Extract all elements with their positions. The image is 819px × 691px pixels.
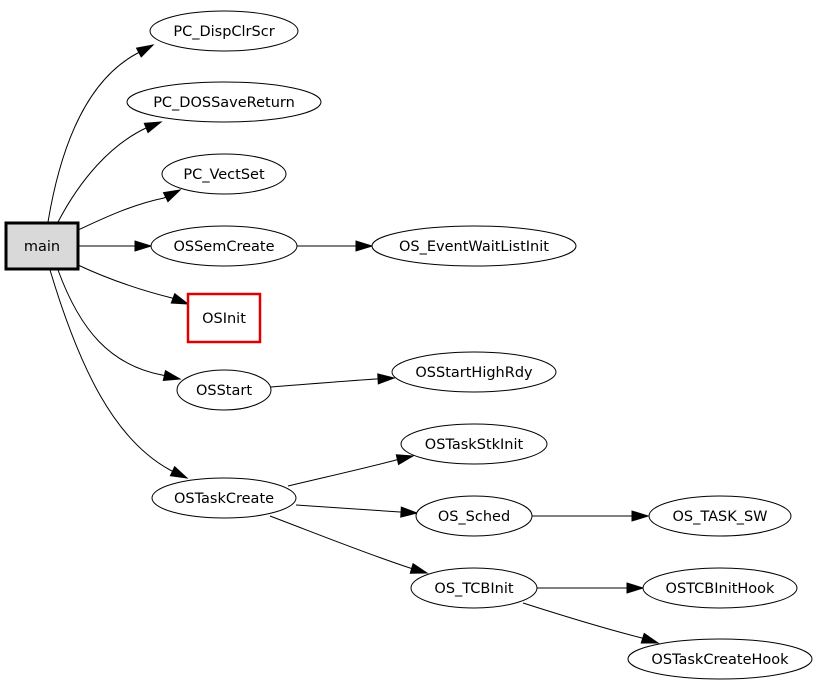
edge-line <box>57 269 181 380</box>
arrowhead <box>169 465 189 479</box>
edge-main-to-pc_dispclrscr <box>47 44 155 223</box>
edge-line <box>269 515 428 574</box>
edge-main-to-osstart <box>57 269 182 381</box>
arrowhead <box>631 510 650 522</box>
arrowhead <box>626 582 645 594</box>
root-node-box <box>4 221 80 271</box>
node-pc_vectset[interactable]: PC_VectSet <box>161 153 287 195</box>
edge-os_tcbinit-to-ostcbinithook <box>537 582 645 594</box>
node-ellipse <box>627 638 813 680</box>
edge-ostaskcreate-to-os_sched <box>295 504 419 518</box>
edge-line <box>270 377 395 388</box>
edge-main-to-pc_dossavereturn <box>57 121 163 223</box>
node-ellipse <box>410 567 538 609</box>
edge-line <box>57 121 162 223</box>
edge-main-to-ostaskcreate <box>49 269 189 479</box>
nodes-layer: main PC_DispClrScrPC_DOSSaveReturnPC_Vect… <box>4 10 813 680</box>
node-label: OSStartHighRdy <box>415 365 533 381</box>
node-ellipse <box>151 477 297 519</box>
node-ellipse <box>400 423 548 465</box>
edge-ossemcreate-to-os_eventwaitlistinit <box>297 240 374 252</box>
arrowhead <box>395 454 415 466</box>
node-ellipse <box>149 10 299 52</box>
node-osstart[interactable]: OSStart <box>176 369 272 411</box>
node-pc_dispclrscr[interactable]: PC_DispClrScr <box>149 10 299 52</box>
edge-line <box>522 602 659 644</box>
node-ostaskcreatehook[interactable]: OSTaskCreateHook <box>627 638 813 680</box>
edge-line <box>287 455 414 487</box>
edge-ostaskcreate-to-os_tcbinit <box>269 515 429 574</box>
edges-layer <box>47 44 660 644</box>
edge-osstart-to-osstarthighrdy <box>270 373 396 388</box>
node-label: OSSemCreate <box>173 239 274 255</box>
node-label: OS_TCBInit <box>434 581 513 597</box>
arrowhead <box>143 121 163 134</box>
arrowhead <box>409 562 429 574</box>
arrowhead <box>162 189 182 203</box>
edge-line <box>47 44 154 223</box>
node-ellipse <box>391 351 557 393</box>
arrowhead <box>400 506 419 518</box>
edge-line <box>77 189 181 231</box>
edge-main-to-pc_vectset <box>77 189 182 231</box>
arrowhead <box>640 632 660 644</box>
arrowhead <box>355 240 374 252</box>
node-os_eventwaitlistinit[interactable]: OS_EventWaitListInit <box>371 225 577 267</box>
node-osstarthighrdy[interactable]: OSStartHighRdy <box>391 351 557 393</box>
node-os_tcbinit[interactable]: OS_TCBInit <box>410 567 538 609</box>
node-main[interactable]: main <box>4 221 80 271</box>
edge-line <box>295 504 418 514</box>
node-ellipse <box>150 225 298 267</box>
node-label: PC_DOSSaveReturn <box>153 95 295 111</box>
node-ellipse <box>642 567 798 609</box>
edge-line <box>77 264 189 305</box>
node-label: PC_DispClrScr <box>173 24 274 40</box>
arrowhead <box>135 44 155 58</box>
node-ellipse <box>648 495 792 537</box>
node-label: PC_VectSet <box>183 167 265 183</box>
node-label: OS_TASK_SW <box>672 509 767 525</box>
arrowhead <box>134 240 153 252</box>
arrowhead <box>162 369 182 381</box>
node-ellipse <box>371 225 577 267</box>
edge-line <box>49 269 188 479</box>
node-ostaskstkinit[interactable]: OSTaskStkInit <box>400 423 548 465</box>
node-label: OSTaskStkInit <box>425 437 524 453</box>
node-ellipse <box>176 369 272 411</box>
edge-os_sched-to-os_task_sw <box>532 510 650 522</box>
arrowhead <box>377 373 396 385</box>
node-pc_dossavereturn[interactable]: PC_DOSSaveReturn <box>126 81 322 123</box>
node-label: OSTaskCreateHook <box>651 652 789 668</box>
node-label: OS_EventWaitListInit <box>399 239 549 255</box>
node-ellipse <box>161 153 287 195</box>
edge-os_tcbinit-to-ostaskcreatehook <box>522 602 660 644</box>
node-os_sched[interactable]: OS_Sched <box>415 495 533 537</box>
node-ellipse <box>415 495 533 537</box>
node-label: OSTCBInitHook <box>666 581 776 597</box>
node-osinit[interactable]: OSInit <box>186 292 262 344</box>
edge-ostaskcreate-to-ostaskstkinit <box>287 454 415 487</box>
node-os_task_sw[interactable]: OS_TASK_SW <box>648 495 792 537</box>
edge-main-to-ossemcreate <box>78 240 153 252</box>
node-ossemcreate[interactable]: OSSemCreate <box>150 225 298 267</box>
node-label: OSTaskCreate <box>174 491 274 507</box>
arrowhead <box>170 292 190 305</box>
node-label: main <box>24 239 60 255</box>
node-ostcbinithook[interactable]: OSTCBInitHook <box>642 567 798 609</box>
node-ostaskcreate[interactable]: OSTaskCreate <box>151 477 297 519</box>
node-ellipse <box>126 81 322 123</box>
node-label: OSStart <box>196 383 252 399</box>
node-label: OS_Sched <box>438 509 510 525</box>
highlighted-node-box <box>186 292 262 344</box>
node-label: OSInit <box>202 311 246 327</box>
edge-main-to-osinit <box>77 264 190 305</box>
